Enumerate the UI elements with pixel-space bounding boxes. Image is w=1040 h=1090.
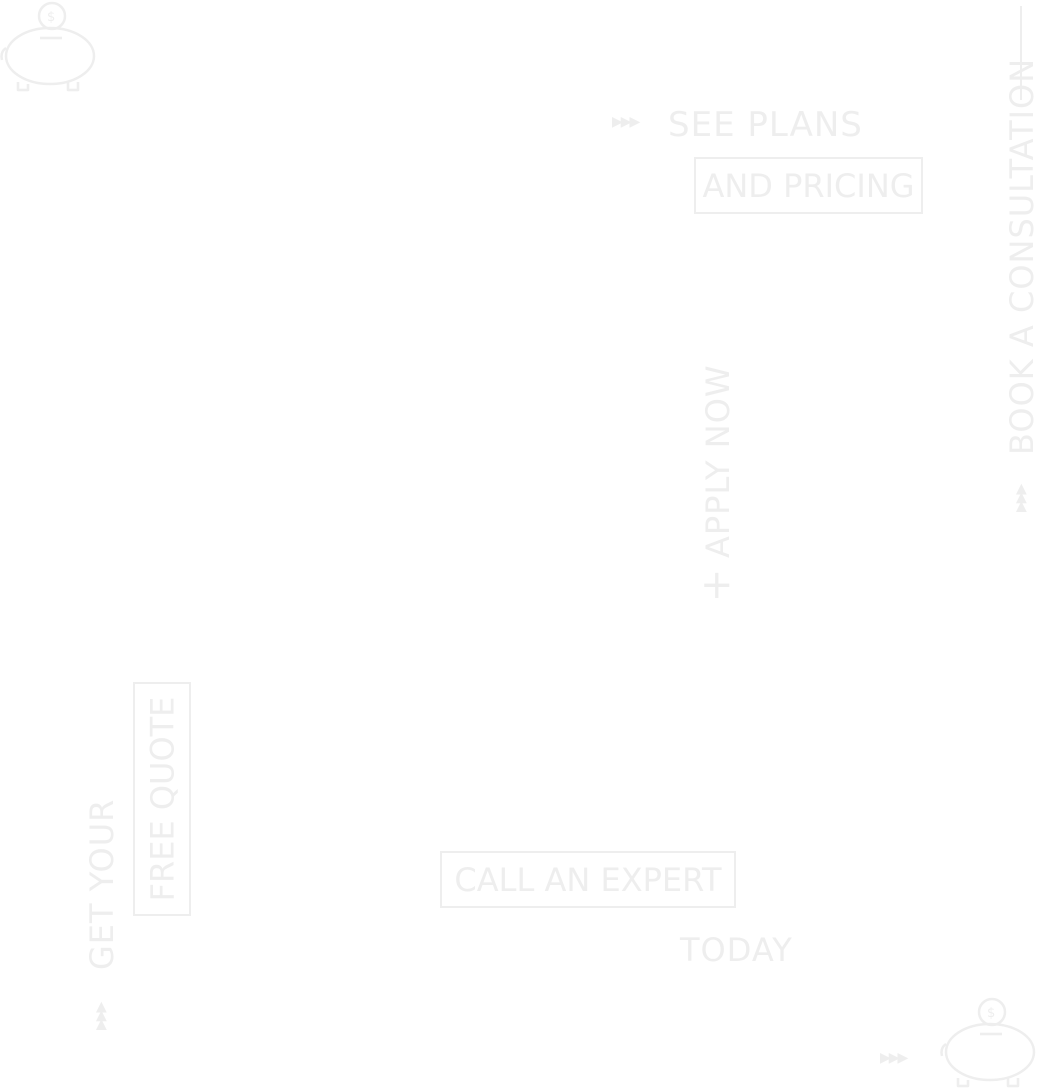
bottom-right-arrows: ▶▶▶	[880, 1050, 908, 1066]
svg-text:$: $	[987, 1006, 995, 1021]
and-pricing-button[interactable]: AND PRICING	[694, 157, 923, 214]
apply-now-label[interactable]: APPLY NOW	[699, 364, 737, 558]
get-your-label: GET YOUR	[83, 798, 121, 970]
apply-now-plus-icon: +	[700, 562, 735, 608]
call-expert-button[interactable]: CALL AN EXPERT	[440, 851, 736, 908]
see-plans-arrows: ▶▶▶	[612, 114, 640, 130]
today-label: TODAY	[680, 931, 793, 969]
free-quote-button[interactable]: FREE QUOTE	[133, 682, 191, 916]
and-pricing-label: AND PRICING	[702, 166, 915, 205]
free-quote-label: FREE QUOTE	[143, 696, 181, 902]
book-consultation-arrows: ▶▶▶	[1013, 485, 1029, 512]
consultation-line	[1020, 6, 1022, 100]
get-your-arrows: ▶▶▶	[93, 1003, 109, 1030]
call-expert-label: CALL AN EXPERT	[454, 860, 722, 899]
see-plans-label[interactable]: SEE PLANS	[668, 105, 863, 145]
book-consultation-label[interactable]: BOOK A CONSULTATION	[1003, 57, 1040, 455]
piggy-bank-icon: $	[0, 0, 100, 94]
piggy-bank-icon: $	[940, 996, 1040, 1090]
svg-text:$: $	[47, 10, 55, 25]
